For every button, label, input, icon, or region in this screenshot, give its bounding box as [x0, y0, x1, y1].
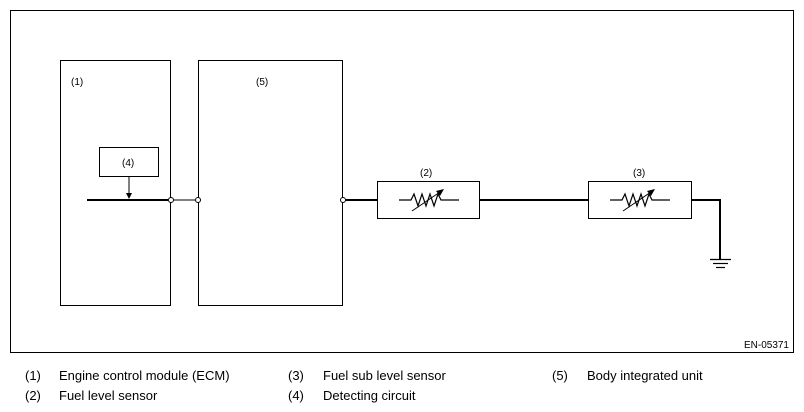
legend-num: (5) [552, 368, 568, 383]
legend-text: Fuel sub level sensor [323, 368, 446, 383]
body-integrated-unit-label: (5) [256, 77, 268, 88]
diagram-frame [10, 10, 794, 353]
ecm-label: (1) [71, 77, 83, 88]
detecting-arrow-head [126, 193, 132, 199]
variable-resistor-icon [610, 189, 670, 212]
legend-text: Engine control module (ECM) [59, 368, 230, 383]
fuel-sub-level-sensor-box [588, 181, 692, 219]
legend-text: Body integrated unit [587, 368, 703, 383]
terminal-ecm [168, 197, 174, 203]
wire-to-ground [692, 199, 721, 259]
variable-resistor-icon [399, 189, 459, 212]
figure-code: EN-05371 [744, 340, 789, 351]
ecm-box [60, 60, 171, 306]
detecting-circuit-box [99, 147, 159, 177]
ground-icon [710, 258, 731, 269]
legend-num: (3) [288, 368, 304, 383]
fuel-level-sensor-box [377, 181, 480, 219]
legend-text: Detecting circuit [323, 388, 416, 403]
fuel-level-sensor-label: (2) [420, 168, 432, 179]
legend-text: Fuel level sensor [59, 388, 158, 403]
legend-num: (2) [25, 388, 41, 403]
legend-num: (1) [25, 368, 41, 383]
detecting-circuit-label: (4) [122, 158, 134, 169]
terminal-unit-out [340, 197, 346, 203]
fuel-sub-level-sensor-label: (3) [633, 168, 645, 179]
terminal-unit-in [195, 197, 201, 203]
body-integrated-unit-box [198, 60, 343, 306]
legend-num: (4) [288, 388, 304, 403]
